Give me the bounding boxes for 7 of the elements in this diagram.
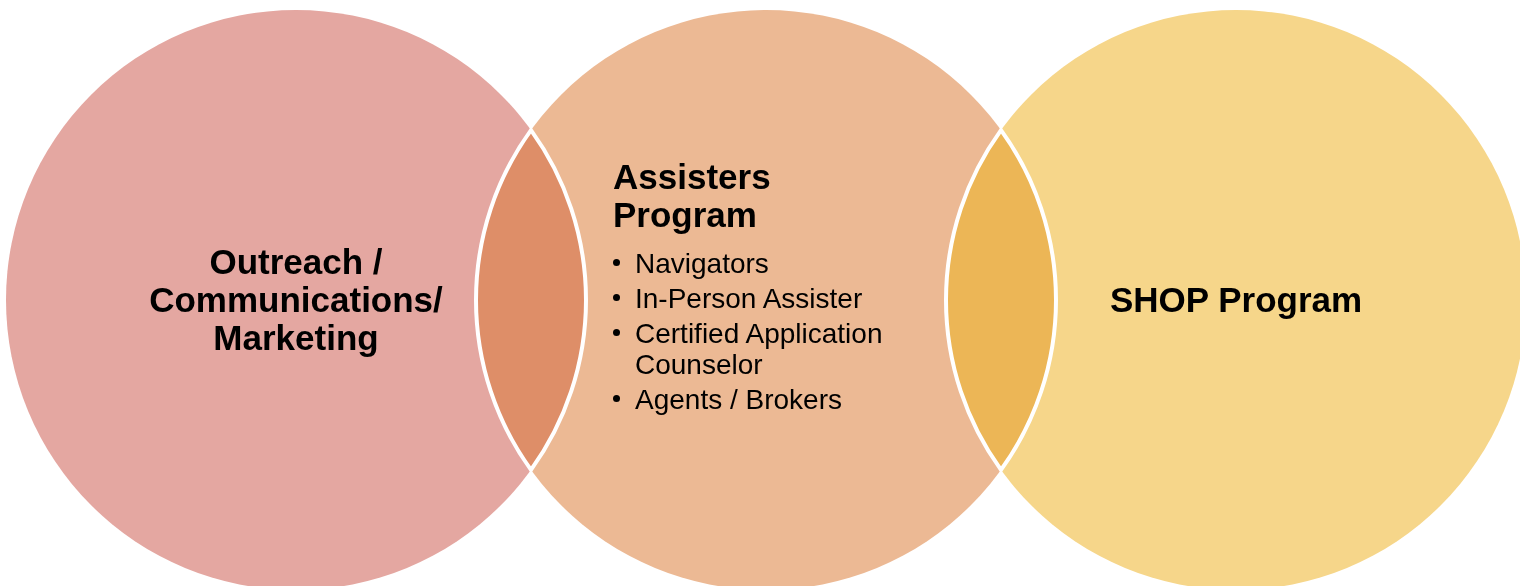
circle-title: Outreach / Communications/ Marketing [148, 243, 444, 357]
bullet-item: Navigators [635, 248, 769, 279]
circle-title: Assisters Program [613, 158, 772, 234]
bullet-item: Agents / Brokers [635, 384, 842, 415]
bullet-item: Certified Application Counselor [635, 318, 884, 380]
bullet-item: In-Person Assister [635, 283, 863, 314]
circle-title: SHOP Program [1108, 281, 1364, 319]
